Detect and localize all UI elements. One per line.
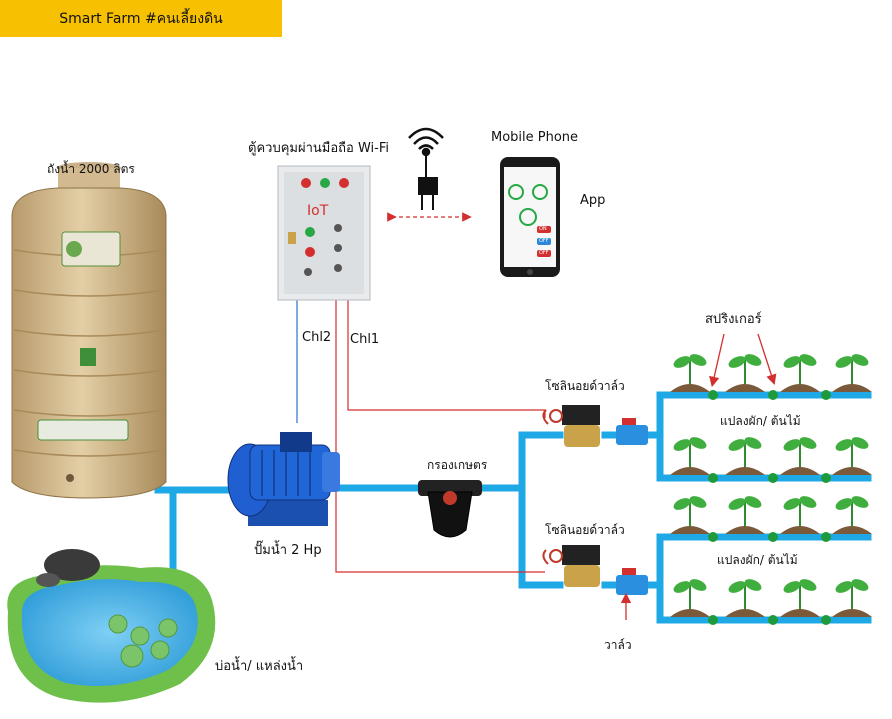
diagram-title: Smart Farm #คนเลี้ยงดิน xyxy=(0,0,282,37)
pond xyxy=(7,549,216,703)
sprinkler-pointer-1 xyxy=(709,333,725,388)
sprinkler-head xyxy=(708,390,718,400)
plant-beds xyxy=(670,354,872,625)
plant-icon xyxy=(780,579,820,617)
sprinkler-head xyxy=(768,615,778,625)
plant-icon xyxy=(725,437,765,475)
plant-icon xyxy=(725,579,765,617)
plant-icon xyxy=(832,437,872,475)
sprinkler-head xyxy=(708,615,718,625)
chl1-wire xyxy=(347,300,546,418)
phone-btn-2: OFF xyxy=(539,238,549,244)
bed-bottom-label: แปลงผัก/ ต้นไม้ xyxy=(717,553,798,567)
mobile-phone xyxy=(500,157,560,277)
solenoid-valve-bottom xyxy=(542,545,600,587)
signal-wire-bottom xyxy=(335,300,545,573)
plant-icon xyxy=(832,354,872,392)
filter-label: กรองเกษตร xyxy=(427,458,488,472)
solenoid-valve-top xyxy=(542,405,600,447)
valve-label: วาล์ว xyxy=(604,638,632,652)
chl2-label: Chl2 xyxy=(302,330,332,345)
plant-icon xyxy=(780,354,820,392)
wifi-antenna-icon xyxy=(408,127,444,210)
solenoid-top-label: โซลินอยด์วาล์ว xyxy=(545,379,625,393)
bed-top-label: แปลงผัก/ ต้นไม้ xyxy=(720,414,801,428)
plant-icon xyxy=(780,437,820,475)
iot-label: IoT xyxy=(307,203,329,219)
sprinkler-head xyxy=(768,532,778,542)
phone-btn-3: OFF xyxy=(539,250,549,256)
plant-icon xyxy=(780,496,820,534)
tank-label: ถังน้ำ 2000 ลิตร xyxy=(47,162,135,176)
sprinkler-pointer-2 xyxy=(757,333,777,385)
filter xyxy=(418,480,482,538)
valve-top xyxy=(616,418,648,445)
sprinkler-label: สปริงเกอร์ xyxy=(705,312,762,327)
water-pipes xyxy=(154,391,872,624)
plant-icon xyxy=(670,354,710,392)
pond-label: บ่อน้ำ/ แหล่งน้ำ xyxy=(215,659,304,674)
chl1-label: Chl1 xyxy=(350,332,380,347)
plant-icon xyxy=(670,437,710,475)
plant-icon xyxy=(832,496,872,534)
sprinkler-head xyxy=(768,390,778,400)
sprinkler-head xyxy=(708,532,718,542)
plant-icon xyxy=(832,579,872,617)
sprinkler-head xyxy=(821,473,831,483)
sprinkler-head xyxy=(821,390,831,400)
mobile-label: Mobile Phone xyxy=(491,130,579,145)
controller-label: ตู้ควบคุมผ่านมือถือ Wi-Fi xyxy=(248,141,389,156)
water-tank xyxy=(11,162,167,499)
sprinkler-head xyxy=(821,615,831,625)
sprinkler-head xyxy=(821,532,831,542)
sprinkler-head xyxy=(768,473,778,483)
valve-bottom xyxy=(616,568,648,595)
pump-label: ปั๊มน้ำ 2 Hp xyxy=(254,543,322,558)
water-pump xyxy=(227,432,340,526)
app-label: App xyxy=(580,193,606,208)
plant-icon xyxy=(670,496,710,534)
control-box xyxy=(277,165,371,301)
solenoid-bottom-label: โซลินอยด์วาล์ว xyxy=(545,523,625,537)
plant-icon xyxy=(725,496,765,534)
control-wires xyxy=(296,300,546,573)
plant-icon xyxy=(725,354,765,392)
plant-icon xyxy=(670,579,710,617)
phone-btn-1: ON xyxy=(539,226,547,232)
sprinkler-head xyxy=(708,473,718,483)
